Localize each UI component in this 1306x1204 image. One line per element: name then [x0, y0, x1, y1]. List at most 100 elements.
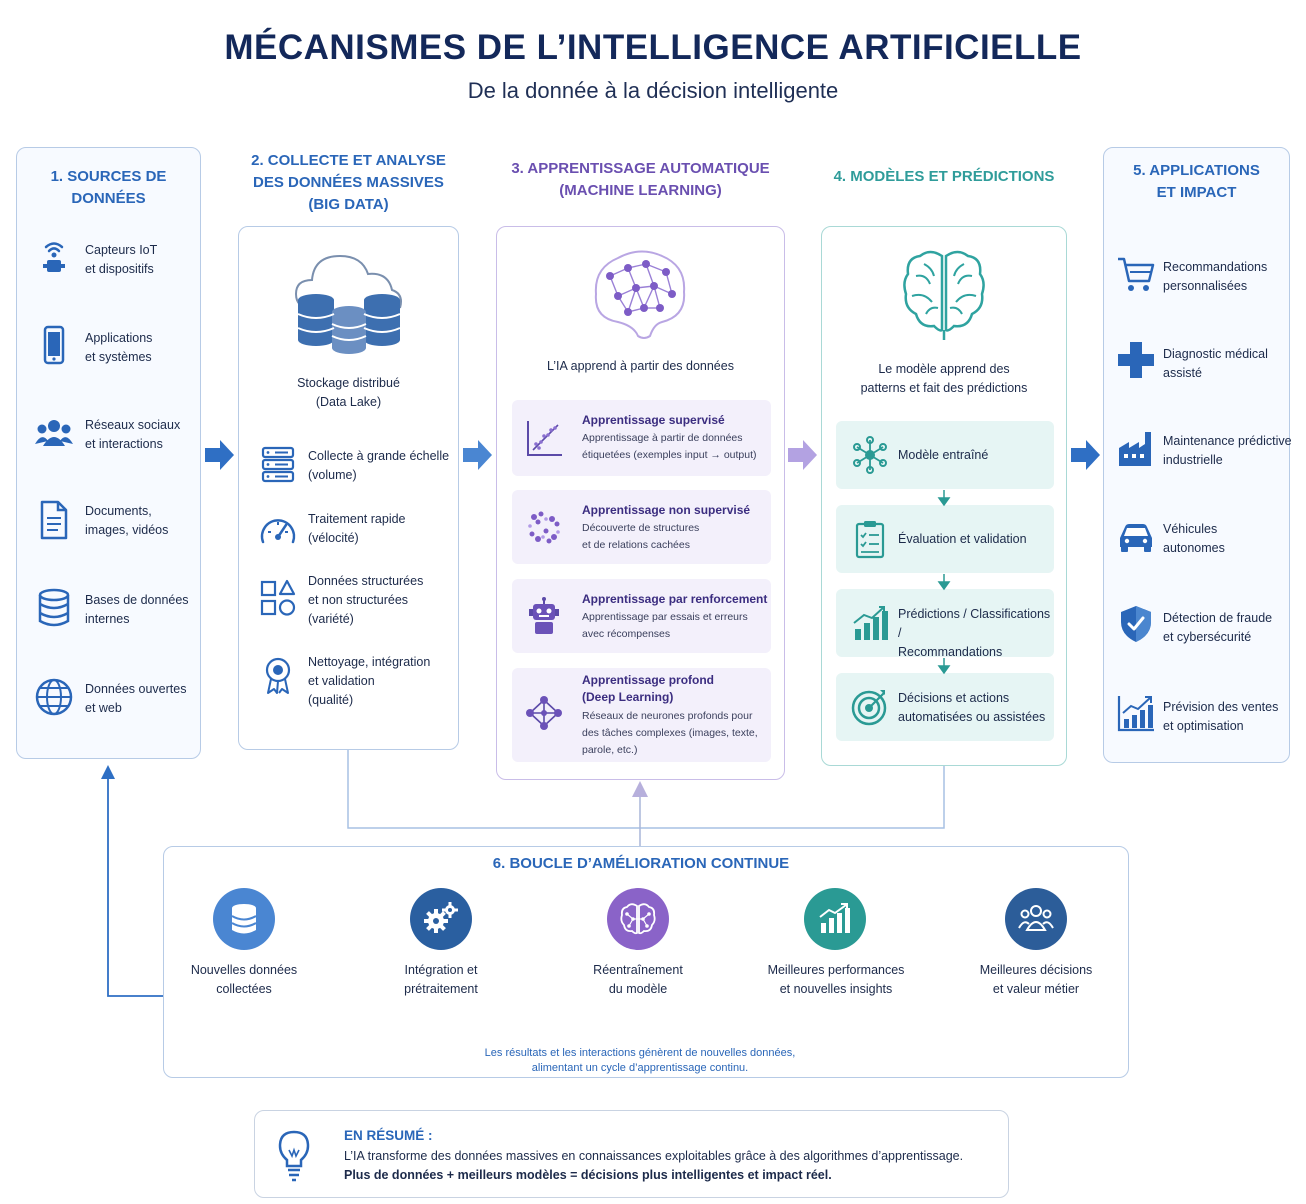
speedometer-icon — [260, 519, 296, 544]
brain-network-icon — [594, 250, 686, 339]
cloud-database-icon — [294, 254, 402, 354]
ml-card-title: Apprentissage par renforcement — [582, 592, 768, 606]
robot-icon — [529, 597, 559, 634]
bigdata-item: Collecte à grande échelle(volume) — [308, 449, 450, 482]
summary-line: L’IA transforme des données massives en … — [344, 1149, 964, 1163]
loop-panel — [163, 846, 1129, 1078]
model-card-label: Modèle entraîné — [898, 448, 989, 462]
document-icon — [40, 500, 68, 540]
arrow-right-icon — [788, 440, 817, 470]
loop-note: Les résultats et les interactions génère… — [484, 1047, 796, 1074]
smartphone-icon — [43, 325, 65, 365]
people-icon — [1018, 905, 1054, 931]
database-icon — [38, 588, 70, 627]
source-label: Documents,images, vidéos — [85, 504, 169, 537]
storage-caption: Stockage distribué(Data Lake) — [297, 376, 400, 409]
shapes-icon — [260, 579, 296, 616]
scatter-plot-icon — [527, 421, 562, 456]
shopping-cart-icon — [1118, 257, 1155, 291]
loop-step-circle — [804, 888, 866, 950]
globe-icon — [35, 678, 73, 716]
lightbulb-icon — [278, 1130, 310, 1182]
loop-step-circle — [607, 888, 669, 950]
iot-sensor-icon — [43, 242, 65, 272]
bar-chart-icon — [853, 606, 888, 640]
ml-caption: L’IA apprend à partir des données — [547, 359, 734, 373]
car-icon — [1120, 524, 1152, 552]
bigdata-item: Traitement rapide(vélocité) — [308, 512, 406, 545]
server-icon — [261, 446, 295, 483]
summary-panel — [254, 1110, 1009, 1198]
loop-step-circle — [1005, 888, 1067, 950]
arrow-right-icon — [205, 440, 234, 470]
database-icon — [231, 904, 257, 934]
brain-icon — [620, 903, 656, 935]
arrow-right-icon — [463, 440, 492, 470]
model-card-label: Prédictions / Classifications /Recommand… — [898, 607, 1051, 659]
model-trained-card: Modèle entraîné — [836, 421, 1054, 489]
ml-card-title: Apprentissage non supervisé — [582, 503, 751, 517]
arrow-up-icon — [101, 765, 115, 779]
factory-icon — [1119, 432, 1151, 466]
ml-card-title: Apprentissage profond(Deep Learning) — [582, 673, 715, 704]
page-title: MÉCANISMES DE L’INTELLIGENCE ARTIFICIELL… — [224, 28, 1082, 67]
gears-icon — [424, 902, 458, 933]
evaluation-card: Évaluation et validation — [836, 505, 1054, 573]
ml-card-unsupervised: Apprentissage non supervisé Découverte d… — [512, 490, 771, 564]
sources-panel — [16, 147, 201, 759]
model-card-label: Évaluation et validation — [898, 532, 1027, 546]
loop-step-circle — [410, 888, 472, 950]
neural-network-icon — [526, 696, 562, 730]
quality-badge-icon — [265, 657, 291, 694]
models-title: 4. MODÈLES ET PRÉDICTIONS — [833, 168, 1055, 185]
ml-card-deep: Apprentissage profond(Deep Learning) Rés… — [512, 668, 771, 762]
shield-icon — [1121, 606, 1151, 642]
chart-up-icon — [819, 903, 850, 933]
predictions-card: Prédictions / Classifications /Recommand… — [836, 589, 1054, 659]
summary-line-bold: Plus de données + meilleurs modèles = dé… — [344, 1168, 832, 1182]
ml-card-title: Apprentissage supervisé — [582, 413, 725, 427]
target-icon — [851, 690, 887, 726]
network-node-icon — [853, 436, 887, 474]
loop-title: 6. BOUCLE D’AMÉLIORATION CONTINUE — [492, 855, 790, 872]
ml-card-reinforcement: Apprentissage par renforcement Apprentis… — [512, 579, 771, 653]
clipboard-check-icon — [855, 521, 885, 559]
sources-title: 1. SOURCES DE DONNÉES — [50, 168, 167, 207]
arrow-up-icon — [632, 781, 648, 797]
people-icon — [35, 420, 73, 446]
brain-icon — [903, 250, 985, 340]
ml-card-supervised: Apprentissage supervisé Apprentissage à … — [512, 400, 771, 476]
summary-heading: EN RÉSUMÉ : — [344, 1128, 433, 1143]
page-subtitle: De la donnée à la décision intelligente — [467, 78, 839, 103]
medical-cross-icon — [1118, 342, 1154, 378]
clusters-icon — [528, 511, 560, 544]
arrow-right-icon — [1071, 440, 1100, 470]
ml-title: 3. APPRENTISSAGE AUTOMATIQUE(MACHINE LEA… — [511, 160, 770, 199]
